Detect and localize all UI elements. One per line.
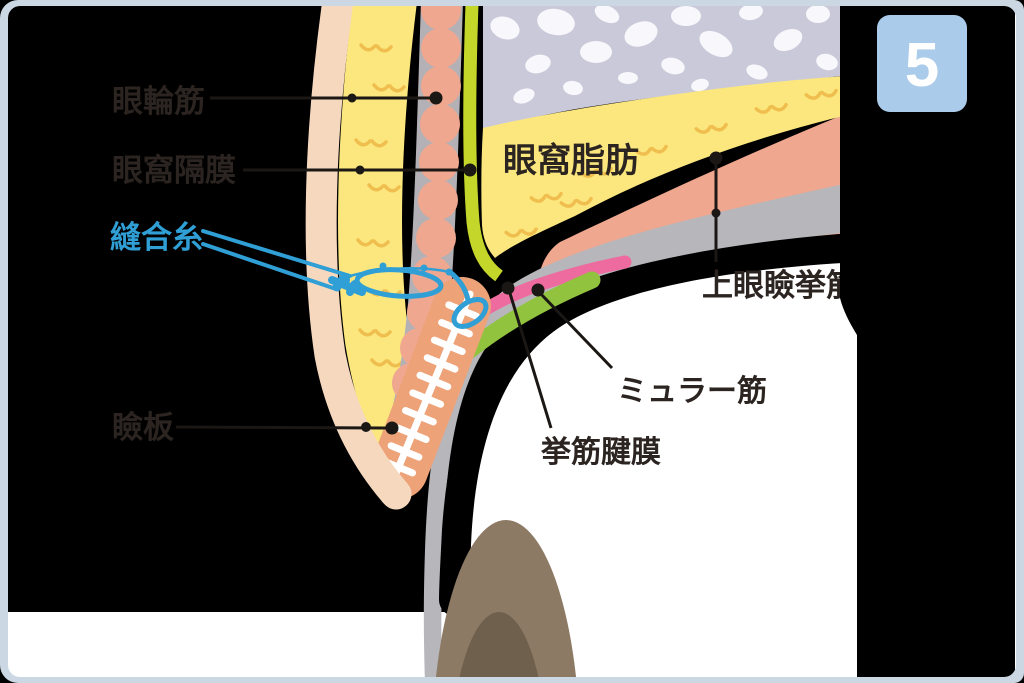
label-orbicularis: 眼輪筋	[112, 84, 205, 119]
anatomy-illustration	[201, 6, 860, 677]
suture-thread	[201, 229, 489, 329]
leader-orbicularis	[210, 91, 443, 105]
orbital-septum-line	[463, 6, 504, 282]
leader-orbital-septum	[243, 163, 477, 177]
right-black-column	[840, 6, 1015, 677]
step-badge-number: 5	[905, 31, 939, 100]
iris	[432, 520, 580, 677]
label-aponeurosis: 挙筋腱膜	[540, 436, 661, 469]
label-suture: 縫合糸	[110, 220, 203, 255]
leader-muller	[531, 283, 614, 370]
eye-globe-rim	[423, 183, 850, 677]
label-orbital-septum: 眼窩隔膜	[112, 153, 236, 188]
leader-aponeurosis	[501, 281, 553, 429]
label-levator: 上眼瞼挙筋	[702, 268, 857, 303]
orbital-fat-region	[481, 75, 860, 258]
muller-muscle-band	[461, 271, 601, 359]
label-muller: ミュラー筋	[617, 375, 767, 408]
step-badge: 5	[877, 15, 967, 112]
label-orbital-fat: 眼窩脂肪	[503, 141, 639, 180]
leader-tarsus	[175, 421, 399, 435]
label-tarsus: 瞼板	[112, 410, 174, 445]
leader-levator	[709, 151, 723, 262]
annotations: 眼輪筋 眼窩隔膜 縫合糸 瞼板 眼窩脂肪 上眼瞼挙筋 ミュラー筋 挙筋腱膜	[110, 84, 857, 469]
sclera	[469, 262, 860, 677]
orbital-bone	[483, 6, 860, 132]
globe-shadow	[439, 234, 856, 616]
skin-band	[305, 6, 412, 510]
